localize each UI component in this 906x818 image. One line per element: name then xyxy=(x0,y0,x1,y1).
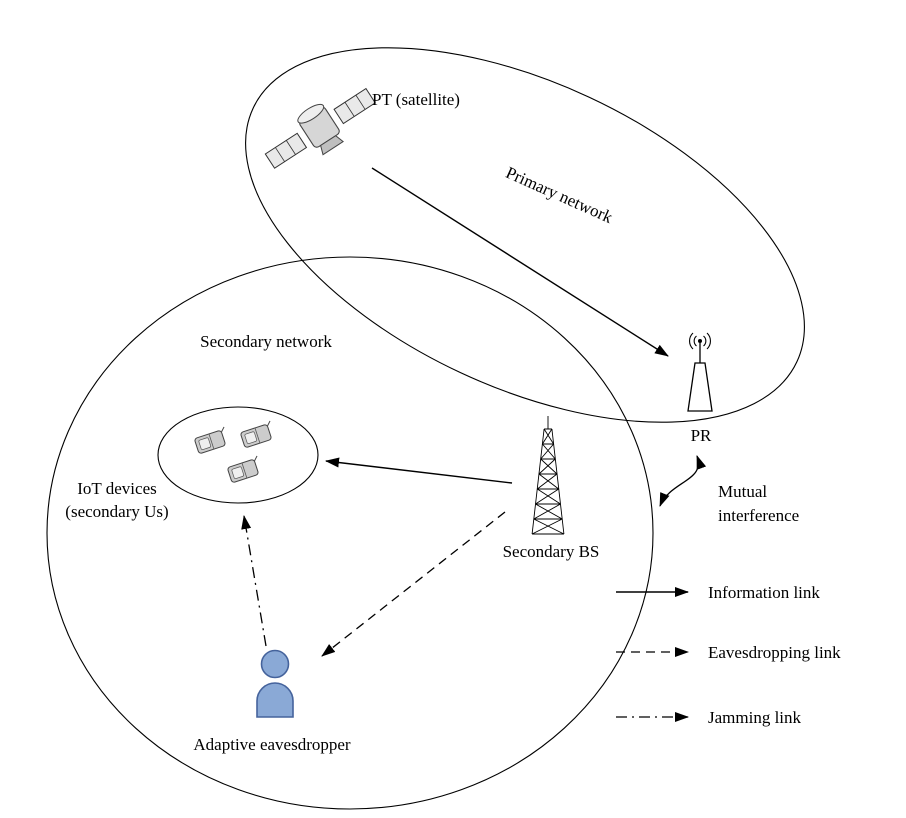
base-station-tower-icon xyxy=(531,416,565,535)
pr-label: PR xyxy=(691,426,712,445)
primary-network-label: Primary network xyxy=(503,163,616,227)
secondary-network-boundary xyxy=(46,256,654,810)
mutual-interference-label-line1: Mutual xyxy=(718,482,767,501)
eavesdropper-head xyxy=(260,649,290,679)
iot-cluster-boundary xyxy=(157,406,319,504)
legend-jamming-link-label: Jamming link xyxy=(708,708,802,727)
iot-label-line1: IoT devices xyxy=(77,479,156,498)
eavesdropping-link-bs-to-eve xyxy=(321,511,506,657)
eavesdropper-label: Adaptive eavesdropper xyxy=(193,735,351,754)
legend: Information link Eavesdropping link Jamm… xyxy=(616,583,841,727)
iot-label-line2: (secondary Us) xyxy=(65,502,168,521)
satellite-icon xyxy=(264,87,376,169)
legend-eavesdropping-link-label: Eavesdropping link xyxy=(708,643,841,662)
pt-label: PT (satellite) xyxy=(372,90,460,109)
secondary-bs-label: Secondary BS xyxy=(503,542,600,561)
iot-phone-icon xyxy=(240,420,272,448)
iot-phone-icon xyxy=(227,455,259,483)
pr-antenna-icon xyxy=(687,332,713,412)
information-link-pt-to-pr xyxy=(371,167,669,357)
iot-phone-icon xyxy=(194,426,226,454)
primary-network-boundary xyxy=(245,47,805,423)
mutual-interference-label-line2: interference xyxy=(718,506,799,525)
eavesdropper-body xyxy=(256,682,294,718)
legend-information-link-label: Information link xyxy=(708,583,820,602)
information-link-bs-to-iot xyxy=(325,457,513,484)
secondary-network-label: Secondary network xyxy=(200,332,332,351)
mutual-interference-arrow xyxy=(659,455,707,507)
eavesdropper-icon xyxy=(256,649,294,718)
jamming-link-eve-to-iot xyxy=(241,515,267,647)
